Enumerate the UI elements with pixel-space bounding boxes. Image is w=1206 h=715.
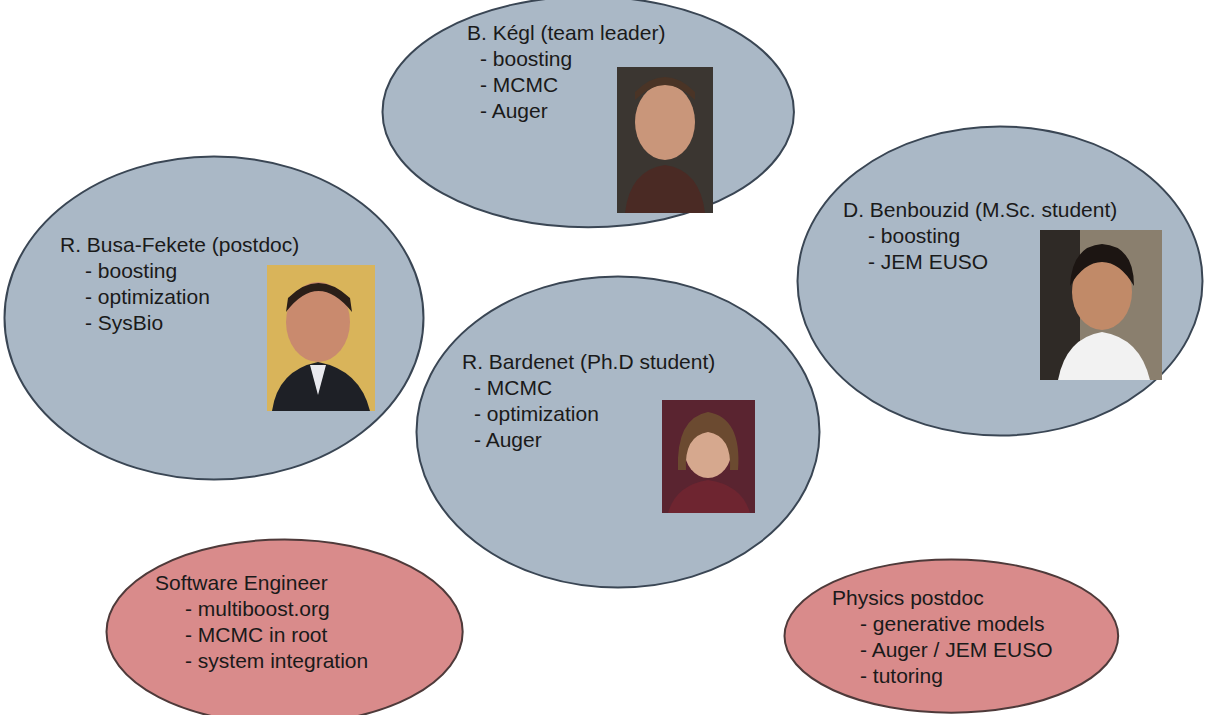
ellipse-shape <box>798 127 1203 436</box>
node-heading: Software Engineer <box>155 570 368 596</box>
open-position-ellipse: Software Engineer- multiboost.org- MCMC … <box>105 538 464 715</box>
node-bullet: - MCMC <box>480 72 665 98</box>
ellipse-shape <box>107 540 463 715</box>
node-heading: R. Busa-Fekete (postdoc) <box>60 232 299 258</box>
node-bullet: - generative models <box>860 611 1053 637</box>
text-block: R. Bardenet (Ph.D student)- MCMC- optimi… <box>462 349 715 453</box>
node-bullet: - boosting <box>480 46 665 72</box>
node-bullet: - boosting <box>85 258 299 284</box>
node-bullet: - boosting <box>868 223 1117 249</box>
member-ellipse: D. Benbouzid (M.Sc. student)- boosting- … <box>796 125 1204 437</box>
text-block: Physics postdoc- generative models- Auge… <box>832 585 1053 689</box>
node-bullet: - MCMC <box>474 375 715 401</box>
portrait-photo <box>662 400 755 513</box>
text-block: D. Benbouzid (M.Sc. student)- boosting- … <box>843 197 1117 275</box>
node-heading: B. Kégl (team leader) <box>467 20 665 46</box>
ellipse-outline <box>796 125 1204 437</box>
open-position-ellipse: Physics postdoc- generative models- Auge… <box>783 558 1120 714</box>
member-ellipse: B. Kégl (team leader)- boosting- MCMC- A… <box>381 0 795 229</box>
node-bullet: - Auger <box>474 427 715 453</box>
text-block: R. Busa-Fekete (postdoc)- boosting- opti… <box>60 232 299 336</box>
portrait-photo <box>267 265 375 411</box>
member-ellipse: R. Busa-Fekete (postdoc)- boosting- opti… <box>3 155 425 481</box>
node-bullet: - JEM EUSO <box>868 249 1117 275</box>
node-bullet: - system integration <box>185 648 368 674</box>
node-bullet: - SysBio <box>85 310 299 336</box>
node-heading: D. Benbouzid (M.Sc. student) <box>843 197 1117 223</box>
node-heading: R. Bardenet (Ph.D student) <box>462 349 715 375</box>
ellipse-outline <box>3 155 425 481</box>
node-bullet: - multiboost.org <box>185 596 368 622</box>
text-block: Software Engineer- multiboost.org- MCMC … <box>155 570 368 674</box>
node-bullet: - tutoring <box>860 663 1053 689</box>
ellipse-shape <box>784 559 1118 712</box>
portrait-photo <box>617 67 713 213</box>
text-block: B. Kégl (team leader)- boosting- MCMC- A… <box>467 20 665 124</box>
node-bullet: - Auger <box>480 98 665 124</box>
node-bullet: - Auger / JEM EUSO <box>860 637 1053 663</box>
node-bullet: - optimization <box>474 401 715 427</box>
node-heading: Physics postdoc <box>832 585 1053 611</box>
node-bullet: - MCMC in root <box>185 622 368 648</box>
ellipse-shape <box>382 0 793 227</box>
ellipse-shape <box>417 277 820 588</box>
node-bullet: - optimization <box>85 284 299 310</box>
ellipse-shape <box>5 157 424 480</box>
ellipse-outline <box>783 558 1120 714</box>
portrait-photo <box>1040 230 1162 380</box>
member-ellipse: R. Bardenet (Ph.D student)- MCMC- optimi… <box>415 275 821 589</box>
